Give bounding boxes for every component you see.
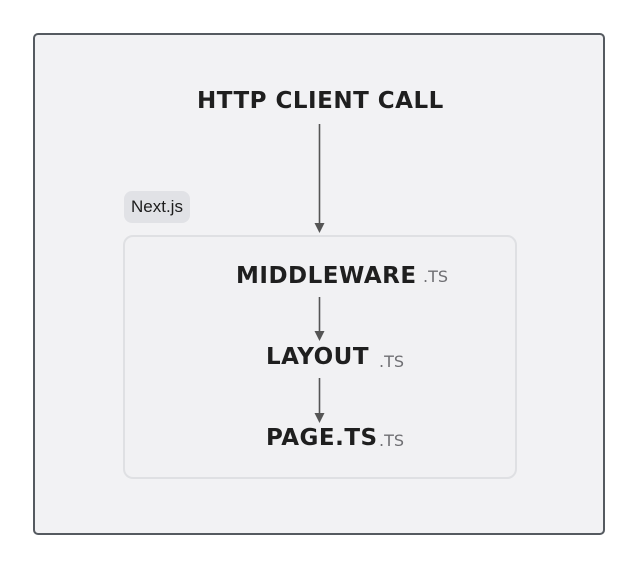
page-node: PAGE.TS <box>266 425 378 451</box>
http-client-call-node: HTTP CLIENT CALL <box>197 88 444 114</box>
layout-ext-label: .TS <box>379 352 405 371</box>
nextjs-group-container <box>123 235 517 479</box>
nextjs-group-label: Next.js <box>124 191 190 223</box>
middleware-node: MIDDLEWARE <box>236 263 417 289</box>
layout-node: LAYOUT <box>266 344 370 370</box>
page-ext-label: .TS <box>379 431 405 450</box>
middleware-ext-label: .TS <box>423 267 449 286</box>
